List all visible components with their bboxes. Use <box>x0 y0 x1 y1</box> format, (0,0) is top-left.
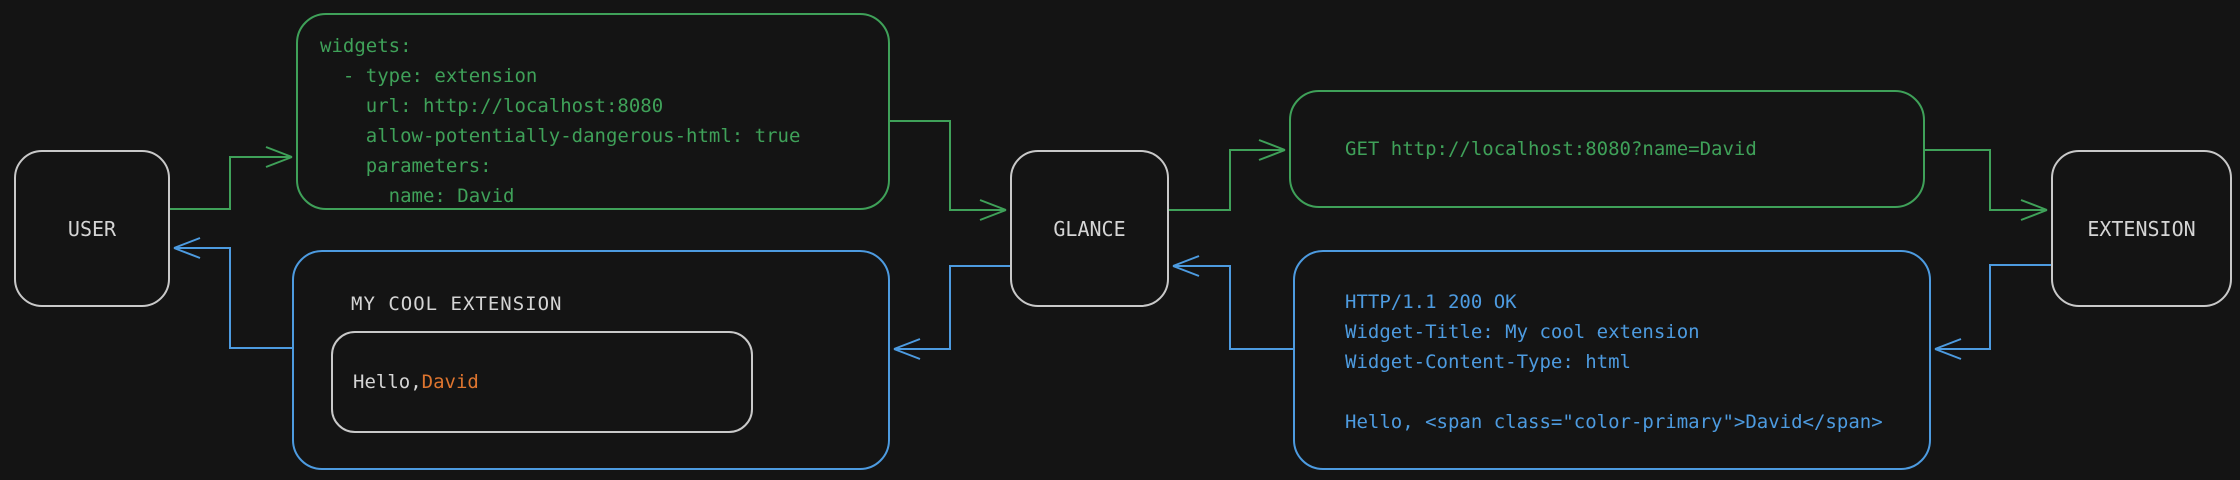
node-glance-label: GLANCE <box>1053 216 1126 241</box>
http-response-text: HTTP/1.1 200 OK Widget-Title: My cool ex… <box>1345 291 1883 433</box>
widget-hello-card: Hello, David <box>331 331 753 433</box>
greeting-name: David <box>421 371 479 393</box>
node-extension-label: EXTENSION <box>2087 216 2196 241</box>
arrow-glance-to-request <box>1169 139 1286 211</box>
http-response-box: HTTP/1.1 200 OK Widget-Title: My cool ex… <box>1293 250 1931 470</box>
widget-preview-box: MY COOL EXTENSION Hello, David <box>292 250 890 470</box>
node-user-label: USER <box>67 216 117 241</box>
greeting-prefix: Hello, <box>353 371 422 393</box>
http-request-box: GET http://localhost:8080?name=David <box>1289 90 1925 208</box>
arrow-glance-to-preview <box>893 265 1010 360</box>
node-extension: EXTENSION <box>2051 150 2232 307</box>
arrow-request-to-extension <box>1925 149 2048 221</box>
config-yaml-text: widgets: - type: extension url: http://l… <box>320 35 801 207</box>
arrow-config-to-glance <box>890 120 1007 221</box>
arrow-extension-to-response <box>1934 264 2051 360</box>
arrow-preview-to-user <box>173 237 292 349</box>
node-glance: GLANCE <box>1010 150 1169 307</box>
widget-preview-title: MY COOL EXTENSION <box>351 293 563 315</box>
node-user: USER <box>14 150 170 307</box>
arrow-response-to-glance <box>1172 255 1293 350</box>
http-request-text: GET http://localhost:8080?name=David <box>1345 138 1757 160</box>
arrow-user-to-config <box>170 146 293 210</box>
config-yaml-box: widgets: - type: extension url: http://l… <box>296 13 890 210</box>
